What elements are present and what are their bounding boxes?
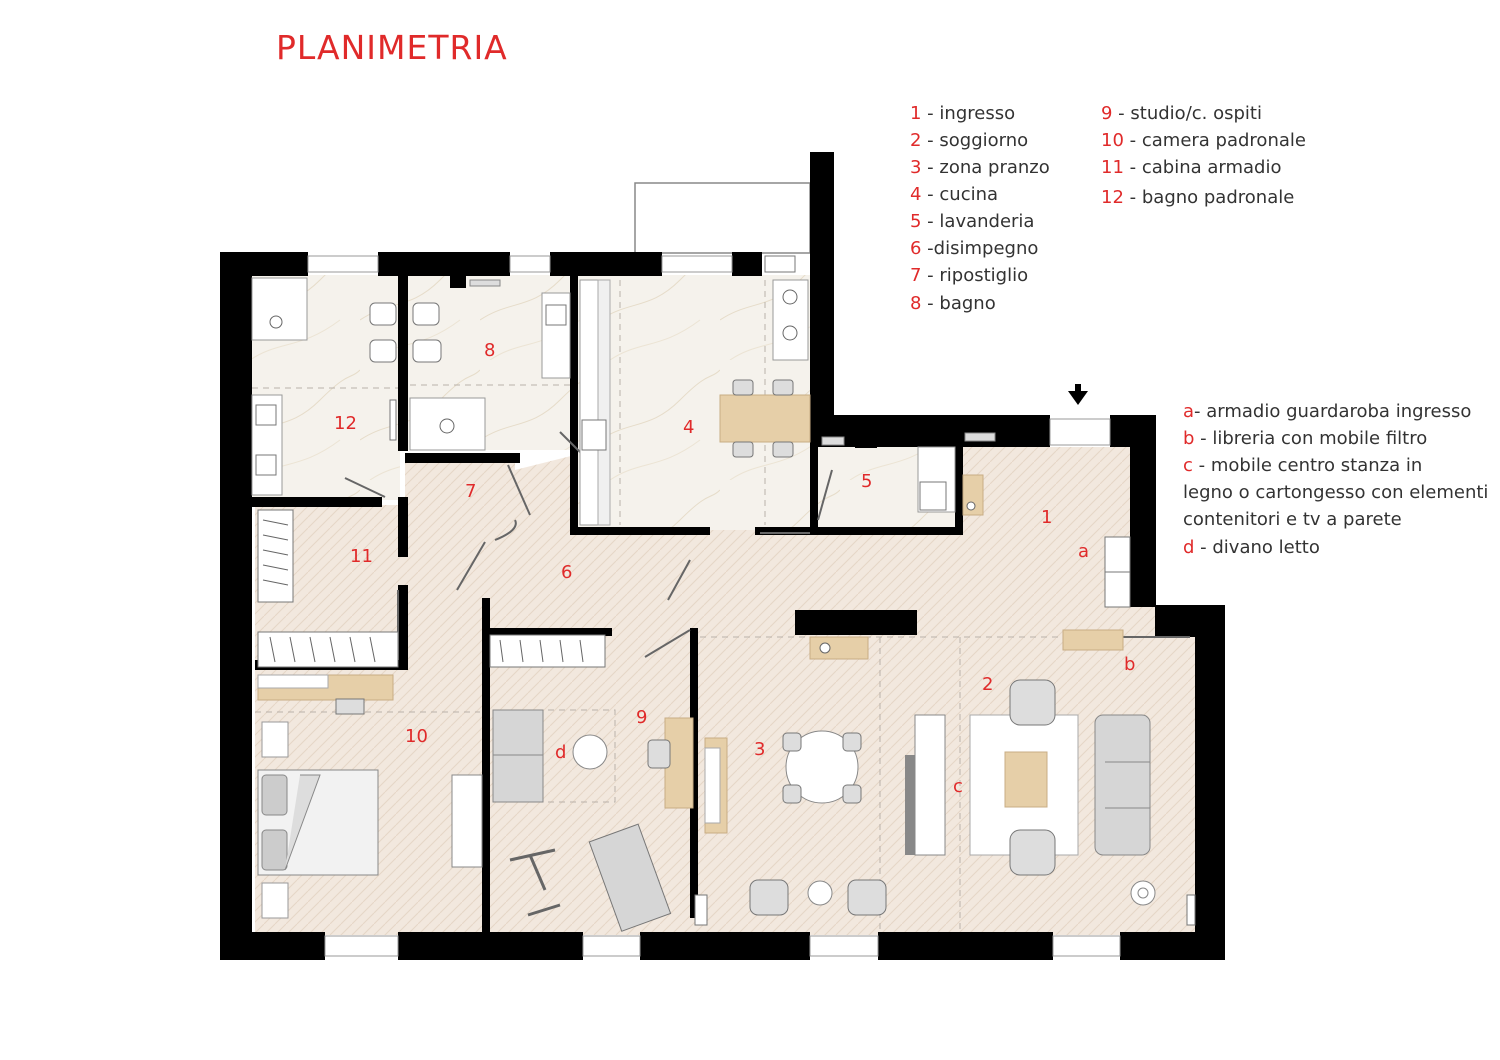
entrance-arrow-icon (1068, 391, 1088, 405)
legend-item: 12 - bagno padronale (1101, 187, 1295, 208)
legend-item: 3 - zona pranzo (910, 157, 1050, 178)
room-label-7: 7 (465, 481, 476, 502)
item-label-c: c (953, 776, 963, 797)
room-label-3: 3 (754, 739, 765, 760)
bathroom-12-fixtures (251, 277, 397, 496)
legend-item: 10 - camera padronale (1101, 130, 1306, 151)
room-label-5: 5 (861, 471, 872, 492)
closet-fixtures (257, 509, 399, 668)
note-item: c - mobile centro stanza in (1183, 455, 1423, 476)
note-item: a- armadio guardaroba ingresso (1183, 401, 1472, 422)
legend-item: 6 -disimpegno (910, 238, 1039, 259)
note-item: b - libreria con mobile filtro (1183, 428, 1428, 449)
room-label-9: 9 (636, 707, 647, 728)
note-item: d - divano letto (1183, 537, 1320, 558)
room-label-4: 4 (683, 417, 694, 438)
page-title: PLANIMETRIA (276, 28, 508, 67)
room-label-2: 2 (982, 674, 993, 695)
legend-item: 5 - lavanderia (910, 211, 1035, 232)
bathroom-8-fixtures (409, 276, 571, 451)
room-label-12: 12 (334, 413, 357, 434)
note-item: contenitori e tv a parete (1183, 509, 1402, 530)
legend-item: 1 - ingresso (910, 103, 1016, 124)
floor-ripostiglio (405, 462, 515, 534)
legend-item: 4 - cucina (910, 184, 999, 205)
windows (307, 255, 1121, 957)
dining-fixtures (694, 636, 887, 926)
entrance-fixtures (962, 432, 1131, 608)
balcony (634, 182, 811, 254)
legend-item: 8 - bagno (910, 293, 996, 314)
entrance-arrow-stem (1075, 384, 1081, 392)
living-fixtures (905, 629, 1196, 926)
item-label-d: d (555, 742, 566, 763)
studio-fixtures (489, 634, 728, 932)
legend-item: 9 - studio/c. ospiti (1101, 103, 1262, 124)
item-label-a: a (1078, 541, 1089, 562)
legend-item: 7 - ripostiglio (910, 265, 1029, 286)
room-label-8: 8 (484, 340, 495, 361)
note-item: legno o cartongesso con elementi (1183, 482, 1489, 503)
bedroom-fixtures (257, 674, 483, 919)
room-label-10: 10 (405, 726, 428, 747)
legend-item: 11 - cabina armadio (1101, 157, 1282, 178)
laundry-fixtures (821, 430, 956, 513)
room-label-6: 6 (561, 562, 572, 583)
kitchen-fixtures (579, 255, 811, 526)
room-label-1: 1 (1041, 507, 1052, 528)
legend-item: 2 - soggiorno (910, 130, 1029, 151)
item-label-b: b (1124, 654, 1135, 675)
room-label-11: 11 (350, 546, 373, 567)
